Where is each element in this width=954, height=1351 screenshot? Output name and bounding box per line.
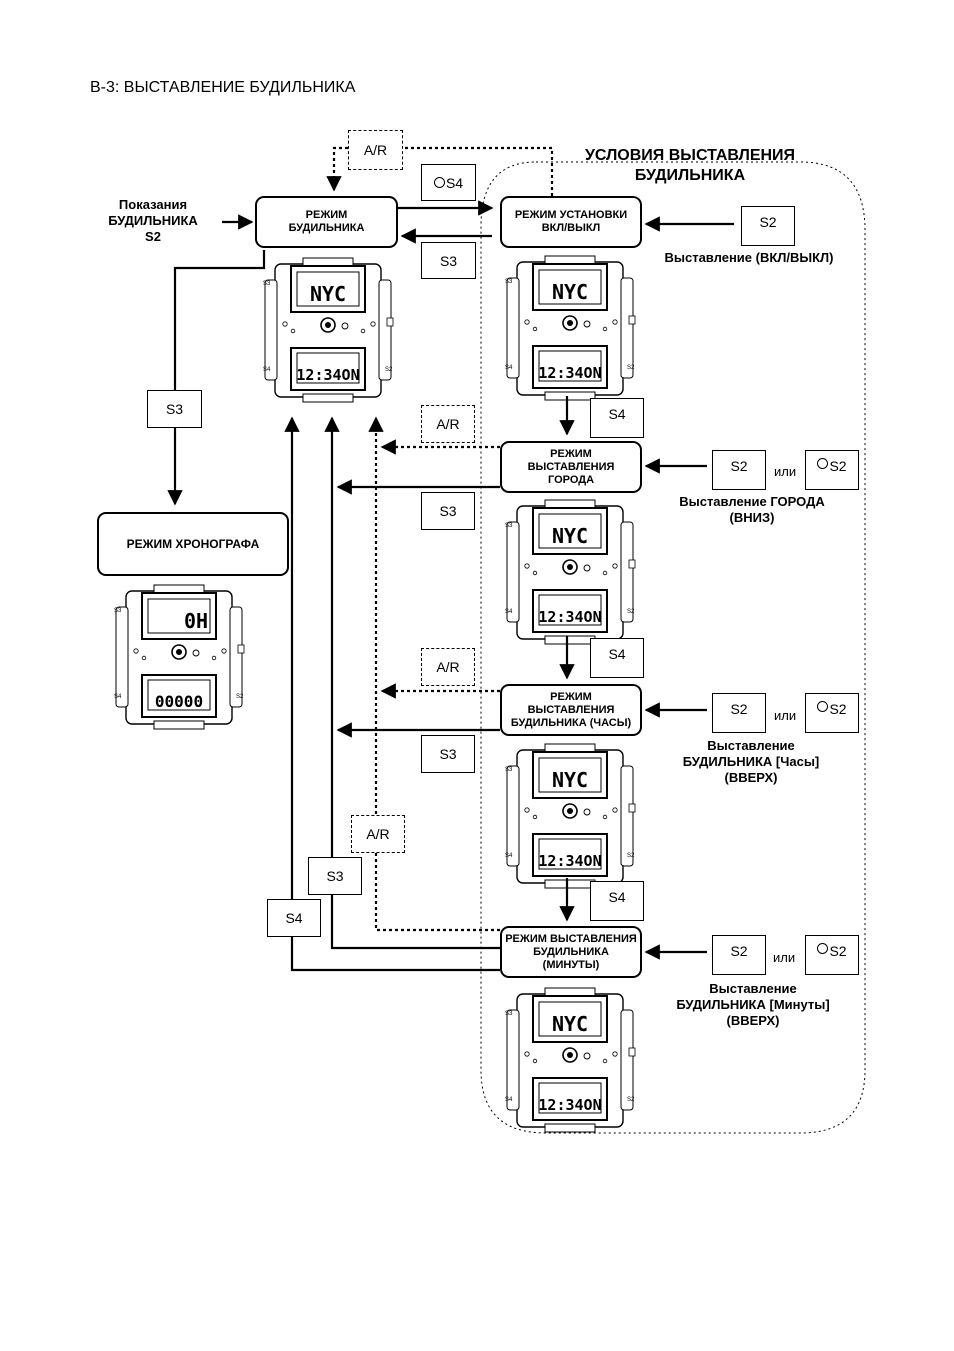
or-label-hours: или: [774, 708, 797, 723]
alarm-mode-line-2: БУДИЛЬНИКА: [288, 222, 365, 234]
key-s2-onoff: S2: [741, 206, 795, 246]
lcd-chrono-bottom: 00000: [155, 692, 203, 711]
show-alarm-label-line-3: S2: [145, 229, 161, 244]
key-ar-hours: A/R: [421, 648, 475, 686]
key-ar-top: A/R: [348, 130, 403, 170]
caption-city-line-2: (ВНИЗ): [729, 510, 775, 525]
key-s4-minutes: S4: [590, 881, 644, 921]
key-s3-minutes: S3: [308, 857, 362, 895]
key-s2-circle-minutes: S2: [805, 935, 859, 975]
lcd-city-hours: NYC: [552, 768, 588, 792]
lcd-time-alarm: 12:34ON: [296, 366, 359, 384]
key-s3-hours: S3: [421, 735, 475, 773]
conditions-title-line-2: БУДИЛЬНИКА: [634, 167, 746, 184]
key-s4-city: S4: [590, 398, 644, 438]
lcd-time-hours: 12:34ON: [538, 852, 601, 870]
circle-icon: [817, 943, 829, 954]
minutes-mode-line-1: РЕЖИМ ВЫСТАВЛЕНИЯ: [505, 932, 637, 945]
city-mode-line-2: ВЫСТАВЛЕНИЯ: [527, 460, 615, 473]
caption-minutes-line-3: (ВВЕРХ): [726, 1013, 780, 1028]
hours-mode-line-2: ВЫСТАВЛЕНИЯ: [527, 703, 615, 716]
conditions-frame: [480, 161, 866, 1134]
key-s2-minutes: S2: [712, 935, 766, 975]
city-mode-line-3: ГОРОДА: [547, 473, 595, 486]
lcd-time-minutes: 12:34ON: [538, 1096, 601, 1114]
caption-city-line-1: Выставление ГОРОДА: [679, 494, 825, 509]
lcd-time-onoff: 12:34ON: [538, 364, 601, 382]
caption-minutes: Выставление БУДИЛЬНИКА [Минуты] (ВВЕРХ): [646, 981, 860, 1029]
key-s3-city: S3: [421, 492, 475, 530]
caption-hours-line-2: БУДИЛЬНИКА [Часы]: [682, 754, 820, 769]
caption-minutes-line-2: БУДИЛЬНИКА [Минуты]: [676, 997, 830, 1012]
show-alarm-label: Показания БУДИЛЬНИКА S2: [92, 197, 214, 245]
show-alarm-label-line-2: БУДИЛЬНИКА: [108, 213, 198, 228]
caption-hours-line-1: Выставление: [707, 738, 795, 753]
hours-mode-line-3: БУДИЛЬНИКА (ЧАСЫ): [510, 716, 632, 729]
conditions-title-line-1: УСЛОВИЯ ВЫСТАВЛЕНИЯ: [584, 147, 796, 164]
lcd-chrono-top: 0H: [184, 609, 208, 633]
key-s4-minutes-return: S4: [267, 899, 321, 937]
show-alarm-label-line-1: Показания: [118, 197, 188, 212]
page-title: B-3: ВЫСТАВЛЕНИЕ БУДИЛЬНИКА: [90, 79, 356, 96]
chrono-mode-box: РЕЖИМ ХРОНОГРАФА: [97, 512, 289, 576]
caption-city: Выставление ГОРОДА (ВНИЗ): [650, 494, 854, 526]
solid-connectors: [167, 200, 734, 972]
key-ar-city: A/R: [421, 405, 475, 443]
key-s3-top: S3: [421, 242, 476, 279]
key-s4-hours: S4: [590, 638, 644, 678]
lcd-city-onoff: NYC: [552, 280, 588, 304]
lcd-city-city: NYC: [552, 524, 588, 548]
circle-icon: [433, 177, 445, 188]
onoff-mode-line-1: РЕЖИМ УСТАНОВКИ: [514, 209, 628, 221]
dotted-connectors: [326, 146, 554, 932]
key-s2-circle-hours-label: S2: [829, 701, 847, 717]
caption-hours: Выставление БУДИЛЬНИКА [Часы] (ВВЕРХ): [646, 738, 856, 786]
caption-onoff: Выставление (ВКЛ/ВЫКЛ): [640, 250, 858, 266]
minutes-mode-line-3: (МИНУТЫ): [542, 958, 600, 971]
hours-mode-line-1: РЕЖИМ: [550, 690, 592, 703]
key-s2-city: S2: [712, 450, 766, 490]
city-mode-line-1: РЕЖИМ: [550, 447, 592, 460]
lcd-city-alarm: NYC: [310, 282, 346, 306]
key-s2-circle-city: S2: [805, 450, 859, 490]
caption-hours-line-3: (ВВЕРХ): [724, 770, 778, 785]
key-s2-circle-minutes-label: S2: [829, 943, 847, 959]
key-s2-circle-city-label: S2: [829, 458, 847, 474]
key-s4-circle-top: S4: [421, 164, 476, 201]
key-s3-chrono: S3: [147, 390, 202, 428]
caption-minutes-line-1: Выставление: [709, 981, 797, 996]
lcd-city-minutes: NYC: [552, 1012, 588, 1036]
caption-onoff-line-1: Выставление (ВКЛ/ВЫКЛ): [664, 250, 834, 265]
chrono-mode-line-1: РЕЖИМ ХРОНОГРАФА: [126, 536, 260, 551]
conditions-title: УСЛОВИЯ ВЫСТАВЛЕНИЯ БУДИЛЬНИКА: [560, 146, 820, 186]
onoff-mode-line-2: ВКЛ/ВЫКЛ: [541, 222, 601, 234]
key-s2-circle-hours: S2: [805, 693, 859, 733]
or-label-city: или: [774, 464, 797, 479]
key-s4-circle-top-label: S4: [445, 174, 464, 191]
or-label-minutes: или: [773, 950, 796, 965]
key-s2-hours: S2: [712, 693, 766, 733]
key-ar-minutes: A/R: [351, 815, 405, 853]
circle-icon: [817, 458, 829, 469]
minutes-mode-line-2: БУДИЛЬНИКА: [533, 945, 609, 958]
alarm-mode-line-1: РЕЖИМ: [305, 209, 348, 221]
lcd-time-city: 12:34ON: [538, 608, 601, 626]
circle-icon: [817, 701, 829, 712]
